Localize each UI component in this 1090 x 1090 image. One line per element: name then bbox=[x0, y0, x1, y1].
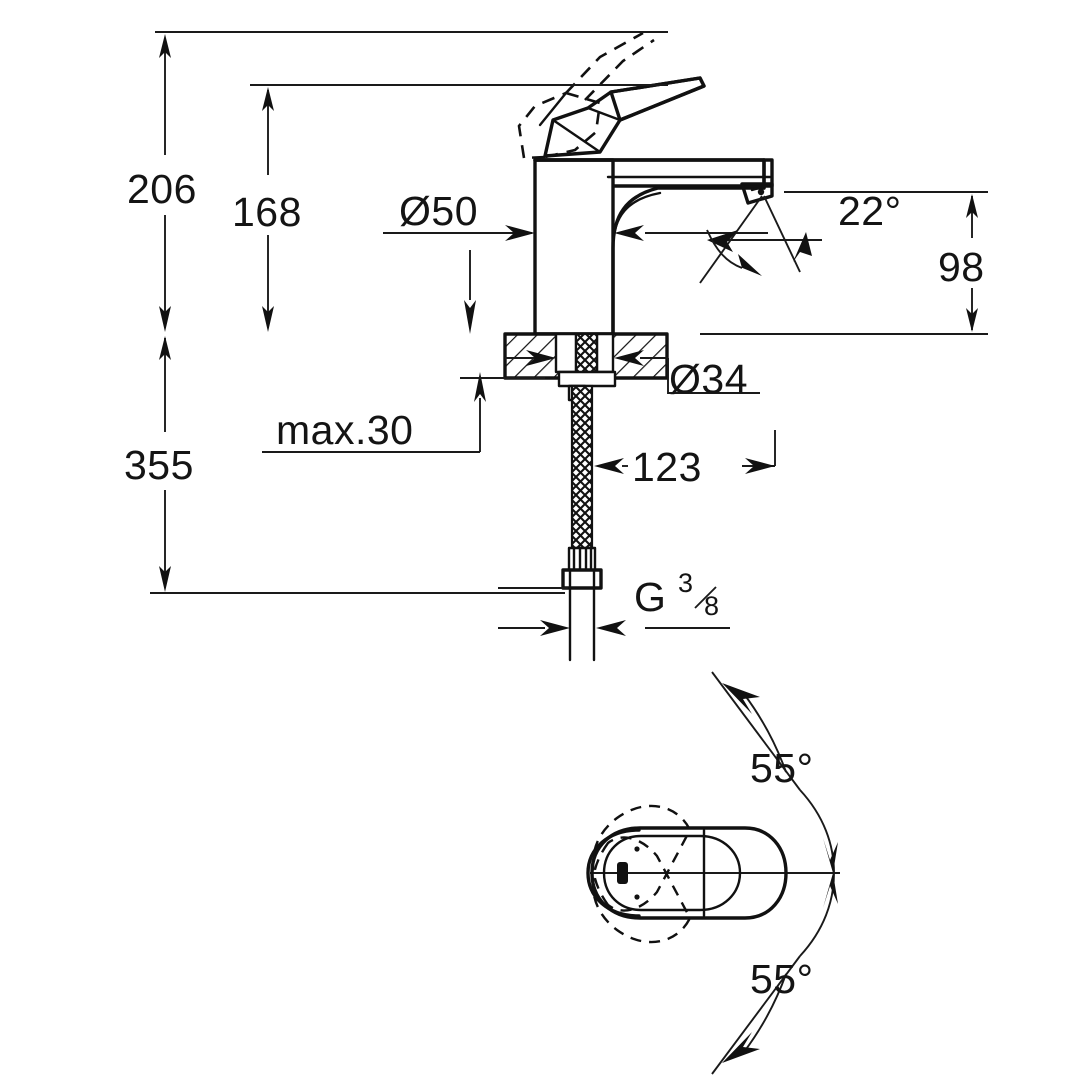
dimension-max-30-label: max.30 bbox=[276, 407, 413, 453]
dimension-123-label: 123 bbox=[632, 444, 702, 490]
dimension-206: 206 bbox=[127, 31, 668, 332]
dimension-98: 98 bbox=[700, 191, 988, 335]
leader-counter-surface bbox=[464, 250, 476, 334]
shank-and-nut-assembly bbox=[554, 332, 617, 662]
dimension-angle-22-label: 22° bbox=[838, 188, 902, 234]
lever-dot-lower bbox=[634, 894, 640, 900]
dimension-diameter-50-label: Ø50 bbox=[399, 188, 478, 234]
dimension-diameter-34: Ø34 bbox=[505, 350, 760, 402]
dimension-355-label: 355 bbox=[124, 442, 194, 488]
dimension-max-30: max.30 bbox=[262, 372, 545, 453]
dimension-angle-22: 22° bbox=[699, 188, 902, 284]
lever-slot-marker bbox=[617, 862, 628, 884]
dimension-diameter-34-label: Ø34 bbox=[669, 356, 748, 402]
dimension-168-label: 168 bbox=[232, 189, 302, 235]
leader-spout-curve bbox=[706, 229, 762, 276]
dimension-swivel-upper-55: 55° bbox=[711, 671, 814, 791]
dimension-thread-denominator: 8 bbox=[704, 591, 719, 621]
faucet-body-outline bbox=[533, 158, 615, 336]
spout-outline bbox=[533, 158, 774, 336]
lever-body-solid bbox=[586, 826, 788, 920]
dimension-swivel-lower-55: 55° bbox=[711, 955, 814, 1075]
dimension-355: 355 bbox=[124, 336, 565, 594]
lever-dot-upper bbox=[634, 846, 640, 852]
dimension-168: 168 bbox=[232, 84, 668, 332]
lever-handle-solid bbox=[543, 76, 706, 158]
front-elevation-view: 206 168 Ø50 bbox=[124, 31, 988, 662]
dimension-diameter-50: Ø50 bbox=[383, 188, 768, 241]
dimension-swivel-lower-55-label: 55° bbox=[750, 956, 814, 1002]
lever-handle-raised-dashed bbox=[517, 31, 655, 160]
dimension-swivel-upper-55-label: 55° bbox=[750, 745, 814, 791]
swivel-arc bbox=[799, 789, 838, 957]
dimension-thread-label: G bbox=[634, 574, 666, 620]
dimension-thread-numerator: 3 bbox=[678, 568, 693, 598]
dimension-98-label: 98 bbox=[938, 244, 985, 290]
leader-outlet-tip bbox=[763, 195, 812, 273]
dimension-123: 123 bbox=[594, 430, 776, 490]
lever-top-view: 55° 55° bbox=[586, 671, 840, 1075]
dimension-thread-g38: G 3 8 bbox=[498, 568, 730, 636]
dimension-206-label: 206 bbox=[127, 166, 197, 212]
